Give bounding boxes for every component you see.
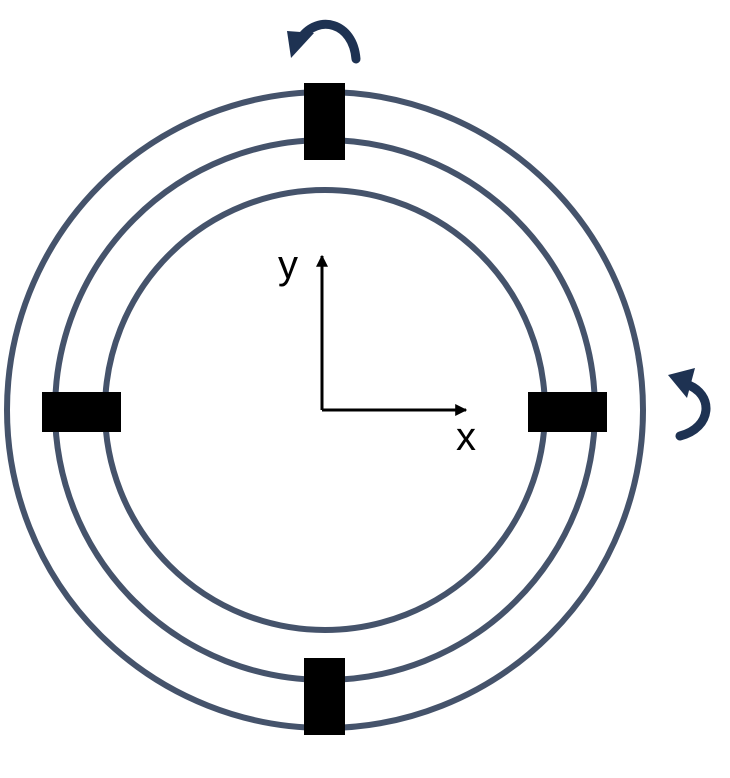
top-rotation-arrow-icon (287, 19, 361, 64)
right-rotation-arrow-icon (668, 368, 711, 441)
top-block (304, 83, 345, 160)
left-block (42, 392, 121, 432)
blocks (42, 83, 607, 735)
y-axis-label: y (278, 243, 298, 287)
axes: x y (278, 243, 476, 459)
right-block (528, 392, 607, 432)
x-axis-label: x (456, 415, 476, 459)
bottom-block (304, 658, 345, 735)
